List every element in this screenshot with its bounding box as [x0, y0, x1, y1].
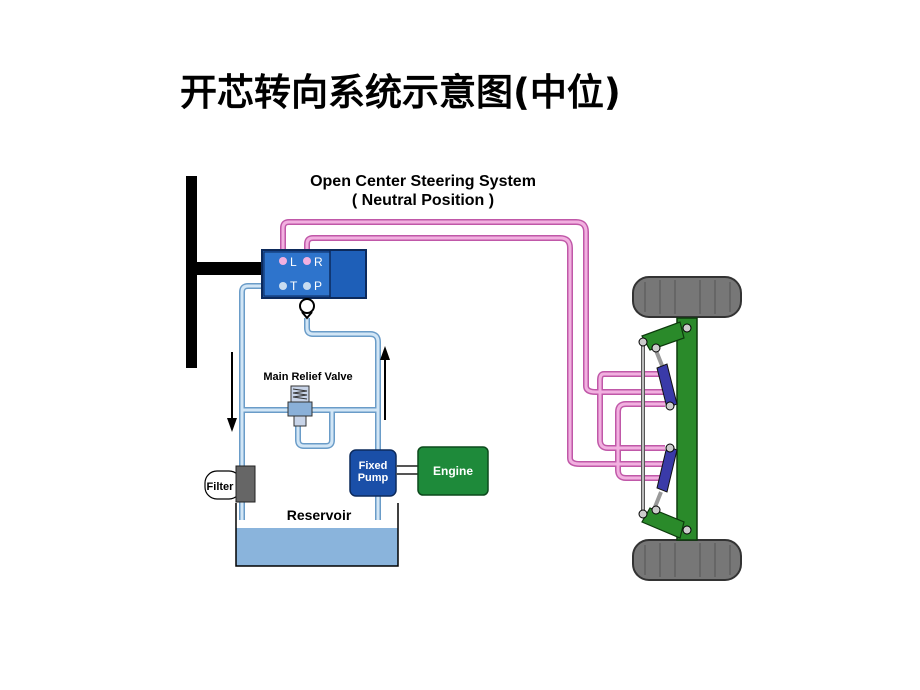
axle-assembly: [632, 276, 742, 581]
port-r-label: R: [314, 255, 323, 269]
front-wheel-icon: [632, 276, 742, 318]
pressure-lines: [280, 219, 665, 481]
flow-arrow-down: [227, 352, 237, 432]
port-t-label: T: [290, 279, 298, 293]
diagram-subtitle: ( Neutral Position ): [352, 192, 494, 209]
upper-cylinder: [653, 347, 678, 409]
filter: Filter: [204, 465, 256, 503]
reservoir-label: Reservoir: [287, 507, 352, 523]
flow-arrow-up: [380, 346, 390, 420]
engine: Engine: [417, 446, 489, 496]
engine-label: Engine: [433, 464, 473, 478]
main-relief-valve-label: Main Relief Valve: [263, 371, 352, 383]
check-valve-icon: [299, 298, 315, 320]
reservoir: Reservoir: [235, 503, 399, 567]
pump-shaft: [396, 465, 418, 475]
fixed-pump: Fixed Pump: [349, 449, 397, 497]
filter-label: Filter: [207, 481, 235, 493]
steering-wheel: [186, 176, 266, 368]
port-p-label: P: [314, 279, 322, 293]
diagram-title: Open Center Steering System: [310, 173, 536, 190]
relief-valve-icon: [287, 385, 313, 427]
rear-wheel-icon: [632, 539, 742, 581]
pump-label-line2: Pump: [358, 472, 389, 484]
port-l-label: L: [290, 255, 297, 269]
control-valve: L R T P: [261, 249, 367, 299]
pump-label-line1: Fixed: [359, 460, 388, 472]
slide-title: 开芯转向系统示意图(中位): [180, 71, 621, 114]
